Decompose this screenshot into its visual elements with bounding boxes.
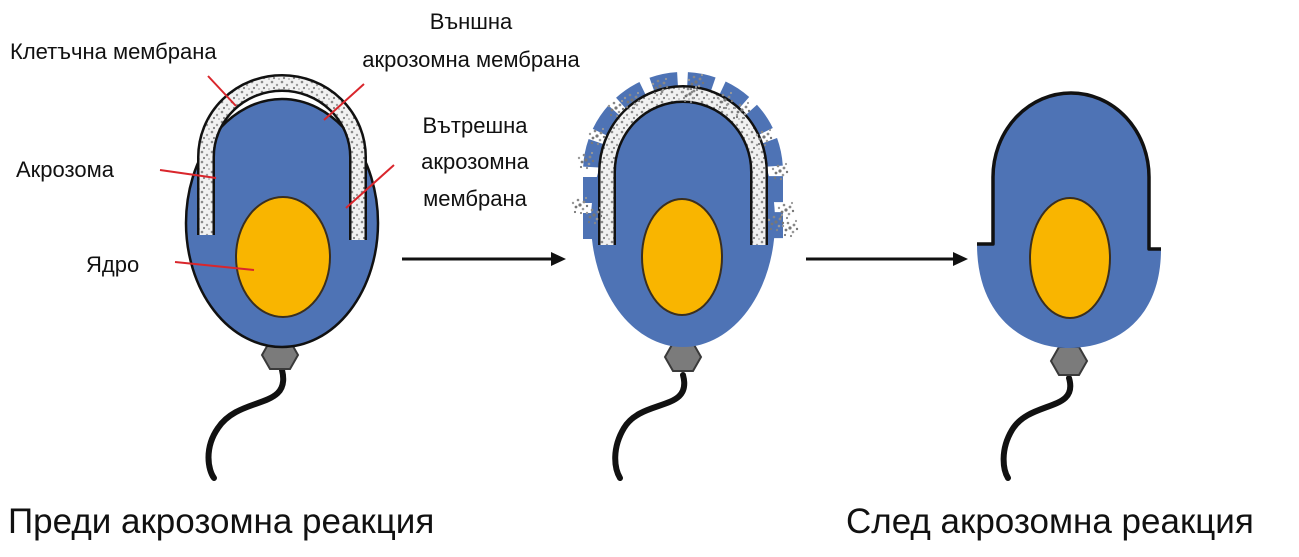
label-inner-membrane-line2: акрозомна [400,148,550,175]
label-cell-membrane: Клетъчна мембрана [10,38,217,65]
label-inner-membrane-line1: Вътрешна [400,112,550,139]
tail [209,370,284,478]
sperm-after [977,93,1161,478]
label-inner-membrane-line3: мембрана [400,185,550,212]
label-outer-membrane-line2: акрозомна мембрана [316,46,626,73]
nucleus [236,197,330,317]
caption-before: Преди акрозомна реакция [8,502,434,542]
label-acrosome: Акрозома [16,156,114,183]
arrow-1 [402,252,566,266]
sperm-before [160,76,394,478]
sperm-during [572,74,798,478]
arrow-2 [806,252,968,266]
label-nucleus: Ядро [86,251,139,278]
caption-after: След акрозомна реакция [846,502,1254,542]
label-outer-membrane-line1: Външна [316,8,626,35]
